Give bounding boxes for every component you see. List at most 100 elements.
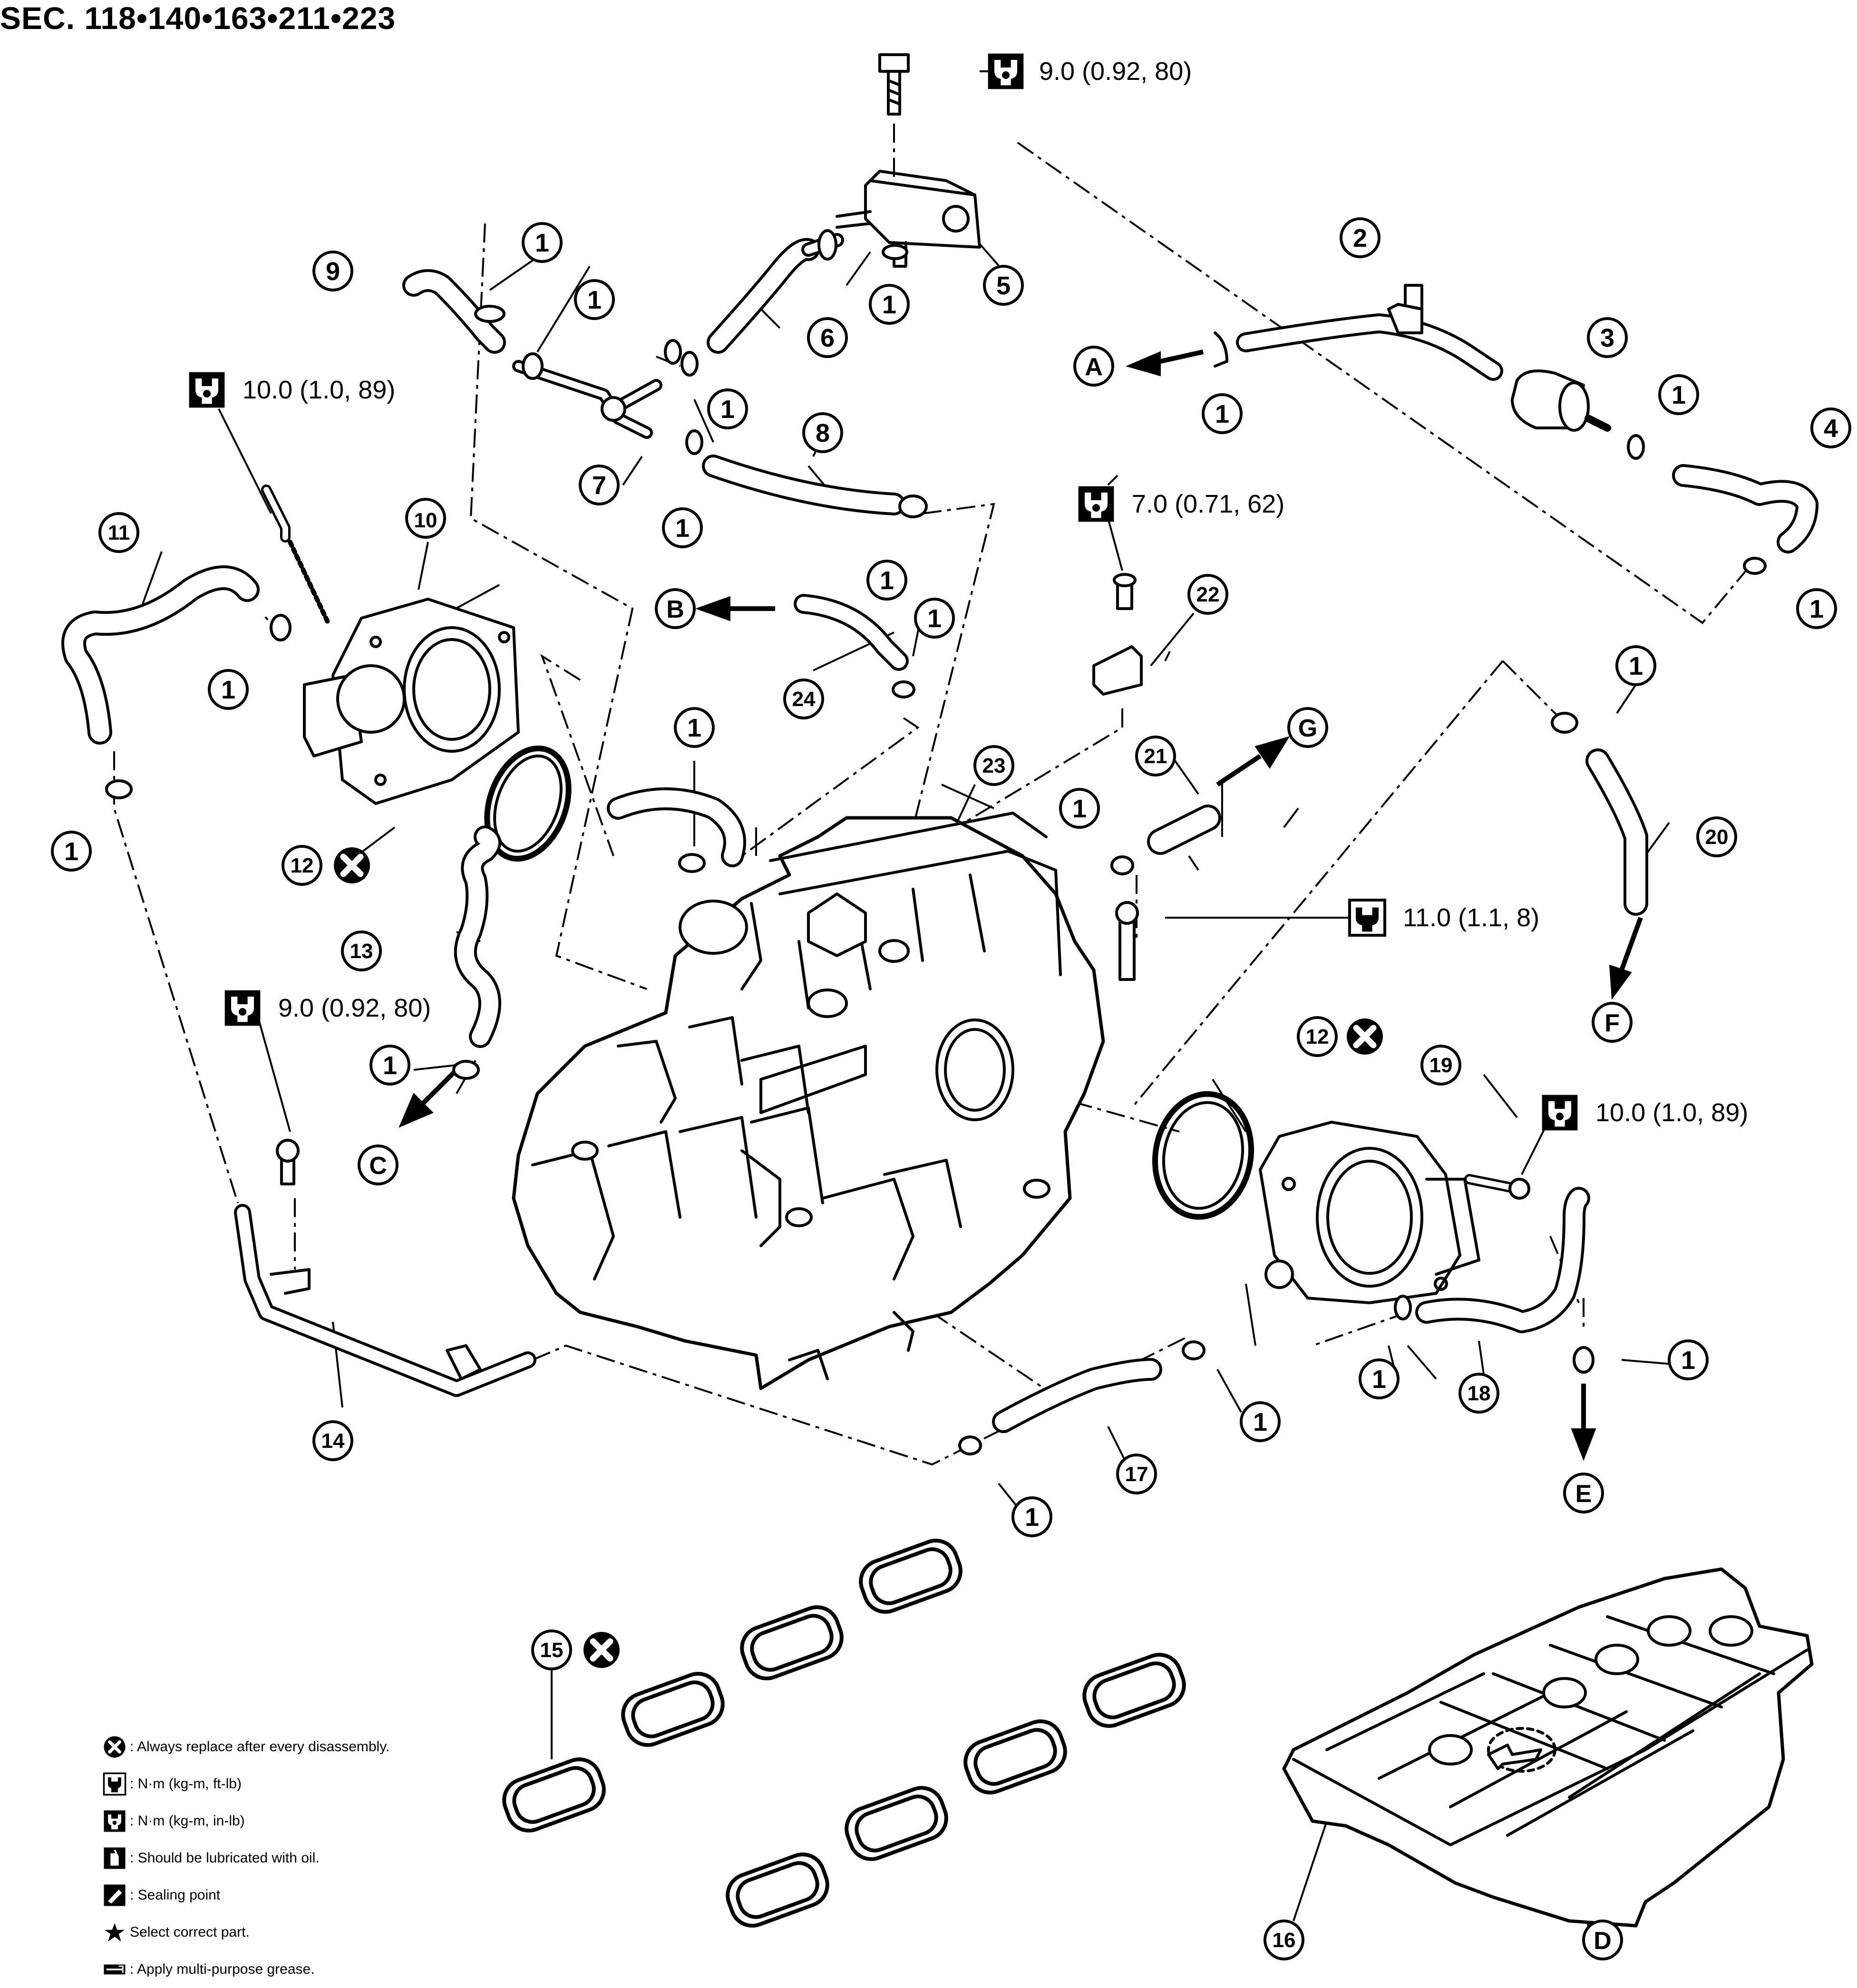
callout-1c: 1 <box>707 388 748 429</box>
legend-row-torque-inlb: : N·m (kg-m, in-lb) <box>102 1803 530 1840</box>
oil-icon <box>102 1846 127 1871</box>
svg-text:7: 7 <box>592 471 606 500</box>
svg-text:22: 22 <box>1196 583 1220 606</box>
callout-13: 13 <box>341 931 382 971</box>
svg-text:1: 1 <box>1072 795 1087 823</box>
svg-text:1: 1 <box>720 395 735 424</box>
legend-text-sealing: : Sealing point <box>130 1887 221 1903</box>
gasket-12-upper <box>484 745 572 862</box>
svg-text:11: 11 <box>108 521 130 544</box>
svg-text:19: 19 <box>1429 1054 1453 1077</box>
legend-row-sealing: : Sealing point <box>102 1877 530 1914</box>
star-icon <box>102 1920 127 1945</box>
svg-text:B: B <box>666 596 684 623</box>
callout-19: 19 <box>1420 1045 1461 1086</box>
callout-1m: 1 <box>674 707 715 748</box>
svg-text:1: 1 <box>587 286 602 314</box>
svg-text:1: 1 <box>1025 1503 1039 1532</box>
callout-12b: 12 <box>1297 1016 1338 1057</box>
svg-text:1: 1 <box>535 229 549 257</box>
callout-11: 11 <box>98 512 139 553</box>
svg-text:1: 1 <box>880 566 894 595</box>
svg-text:G: G <box>1298 715 1317 742</box>
svg-text:7.0 (0.71, 62): 7.0 (0.71, 62) <box>1132 490 1284 518</box>
svg-text:14: 14 <box>321 1429 345 1453</box>
replace-icon-12a <box>334 847 370 883</box>
svg-text:10.0 (1.0, 89): 10.0 (1.0, 89) <box>243 376 395 404</box>
svg-text:1: 1 <box>1672 381 1686 409</box>
svg-text:1: 1 <box>1253 1408 1267 1436</box>
callout-22: 22 <box>1187 574 1228 615</box>
callout-1r: 1 <box>1668 1339 1709 1380</box>
replace-icon-12b <box>1347 1018 1383 1055</box>
legend-row-replace: : Always replace after every disassembly… <box>102 1728 530 1765</box>
throttle-body-10 <box>261 485 520 805</box>
callout-21: 21 <box>1135 736 1176 776</box>
legend-text-torque-inlb: : N·m (kg-m, in-lb) <box>130 1813 245 1829</box>
callout-20: 20 <box>1696 816 1737 857</box>
callout-8: 8 <box>802 412 843 453</box>
grease-icon <box>102 1957 127 1982</box>
callout-1q: 1 <box>1359 1358 1400 1399</box>
callout-14: 14 <box>312 1420 353 1461</box>
svg-text:10.0 (1.0, 89): 10.0 (1.0, 89) <box>1595 1098 1748 1127</box>
callout-2: 2 <box>1340 217 1381 258</box>
solenoid-valve <box>836 53 981 268</box>
pipe-21 <box>1110 805 1221 875</box>
torque-icon <box>102 1772 127 1796</box>
svg-text:6: 6 <box>820 324 835 352</box>
svg-text:23: 23 <box>982 754 1006 777</box>
svg-text:1: 1 <box>882 291 896 319</box>
legend-text-torque: : N·m (kg-m, ft-lb) <box>130 1776 242 1792</box>
svg-text:1: 1 <box>221 676 235 704</box>
legend-row-torque: : N·m (kg-m, ft-lb) <box>102 1765 530 1803</box>
svg-text:15: 15 <box>540 1639 564 1662</box>
svg-text:13: 13 <box>350 940 373 963</box>
tee-fitting-7 <box>512 352 703 455</box>
svg-text:4: 4 <box>1824 414 1838 443</box>
hose-2 <box>1214 284 1503 381</box>
callout-1j: 1 <box>1796 588 1837 629</box>
torque-throttle-10: 10.0 (1.0, 89) <box>189 372 395 408</box>
svg-text:1: 1 <box>1681 1346 1695 1375</box>
svg-text:A: A <box>1085 353 1103 381</box>
torque-labels: 9.0 (0.92, 80) 10.0 (1.0, 89) 7.0 (0.71,… <box>189 53 1748 1131</box>
letter-b: B <box>655 588 696 629</box>
callout-1p: 1 <box>369 1045 410 1086</box>
callout-18: 18 <box>1458 1373 1499 1414</box>
svg-text:9: 9 <box>326 257 340 286</box>
throttle-body-19 <box>1259 1121 1530 1304</box>
svg-text:1: 1 <box>64 837 78 866</box>
callout-1n: 1 <box>1059 788 1100 829</box>
bracket-22 <box>1092 573 1143 696</box>
hose-13 <box>452 825 501 1080</box>
svg-text:3: 3 <box>1600 324 1614 352</box>
callout-15: 15 <box>531 1629 572 1670</box>
callout-1b: 1 <box>574 279 615 320</box>
torque-throttle-19: 10.0 (1.0, 89) <box>1542 1095 1748 1131</box>
letter-c: C <box>358 1144 399 1185</box>
callout-1k: 1 <box>208 669 249 710</box>
svg-text:1: 1 <box>675 514 690 543</box>
svg-text:12: 12 <box>1306 1025 1329 1048</box>
hose-24 <box>794 594 915 698</box>
callout-1h: 1 <box>1202 393 1243 434</box>
svg-text:17: 17 <box>1125 1463 1148 1486</box>
legend-text-oil: : Should be lubricated with oil. <box>130 1850 320 1866</box>
svg-text:C: C <box>369 1152 387 1180</box>
hose-18 <box>1394 1187 1594 1374</box>
hose-8 <box>702 455 928 518</box>
section-title: SEC. 118•140•163•211•223 <box>0 0 396 36</box>
svg-text:1: 1 <box>1372 1365 1386 1394</box>
callout-3: 3 <box>1587 317 1628 358</box>
filter-3 <box>1511 369 1611 432</box>
svg-text:E: E <box>1575 1480 1592 1508</box>
callout-1i: 1 <box>1658 374 1699 415</box>
torque-pipe-14: 9.0 (0.92, 80) <box>224 990 431 1026</box>
svg-text:2: 2 <box>1353 224 1367 252</box>
callout-17: 17 <box>1116 1454 1157 1494</box>
hose-11 <box>61 565 292 799</box>
bolt-left-9 <box>276 1139 300 1185</box>
legend-row-oil: : Should be lubricated with oil. <box>102 1840 530 1877</box>
